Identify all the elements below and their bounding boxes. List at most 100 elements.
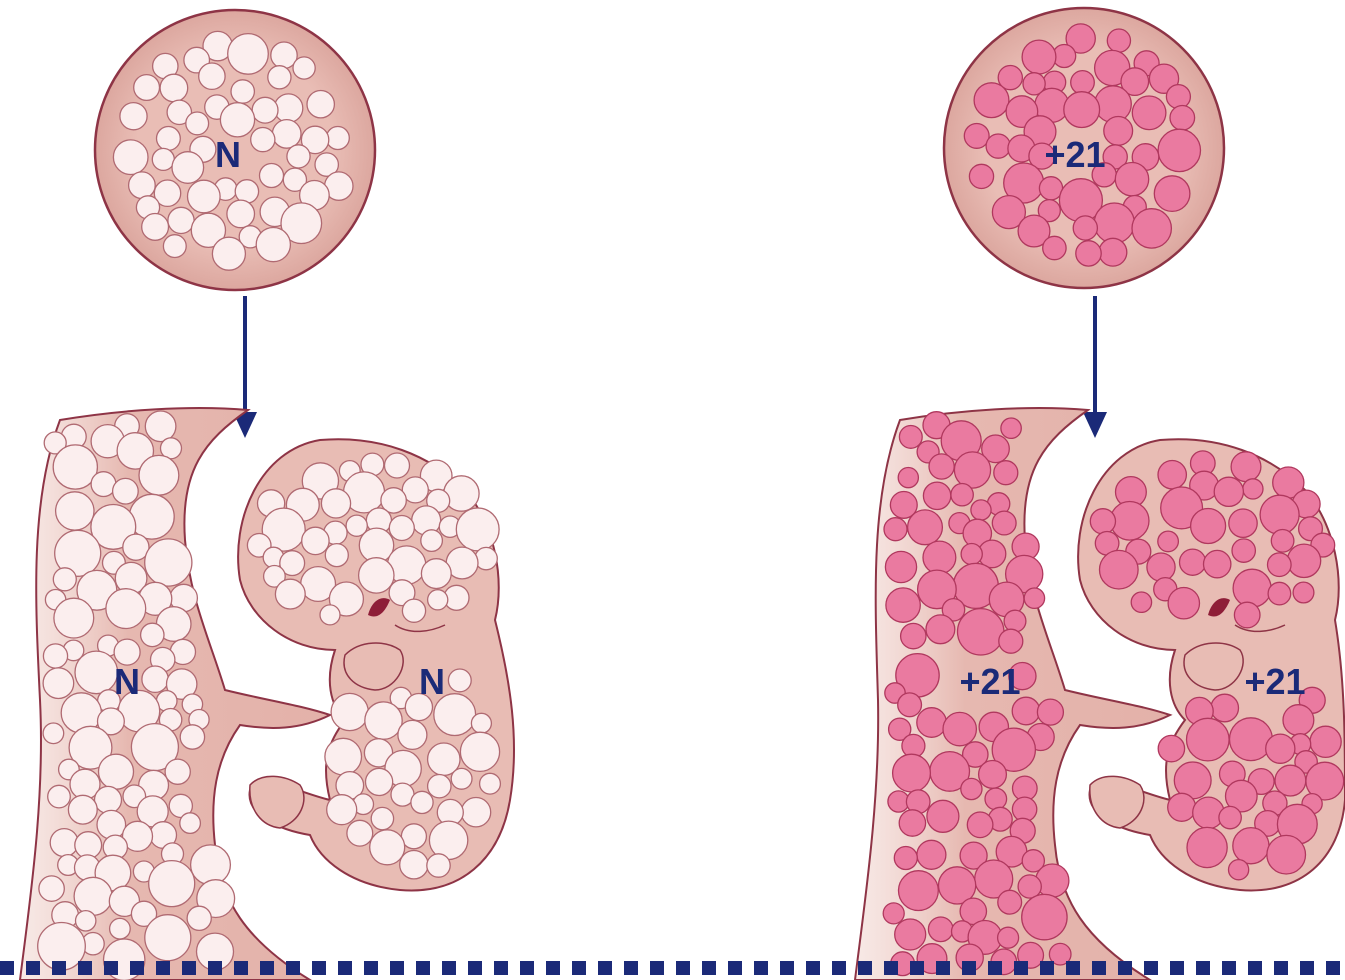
cell	[251, 128, 275, 152]
normal-placenta-and-embryo: N N	[20, 408, 514, 980]
cell	[1233, 828, 1269, 864]
cell	[994, 461, 1018, 485]
cell	[157, 126, 181, 150]
cell	[928, 917, 953, 942]
cell	[1191, 509, 1226, 544]
cell	[1243, 479, 1263, 499]
cell	[964, 123, 989, 148]
placenta-label: N	[114, 661, 140, 702]
cell	[967, 812, 993, 838]
cell	[68, 795, 97, 824]
cell	[139, 455, 179, 495]
cell	[1147, 553, 1175, 581]
cell	[1073, 216, 1097, 240]
cell	[256, 228, 290, 262]
cell	[110, 918, 131, 939]
cell	[460, 732, 499, 771]
zygote-label: +21	[1044, 134, 1105, 175]
cell	[48, 785, 71, 808]
cell	[971, 500, 991, 520]
cell	[1271, 530, 1294, 553]
cell	[145, 539, 192, 586]
cell	[231, 80, 254, 103]
cell	[958, 609, 1004, 655]
cell	[1132, 209, 1171, 248]
cell	[1187, 718, 1230, 761]
cell	[923, 541, 956, 574]
cell	[1036, 864, 1069, 897]
normal-panel: N N N	[20, 10, 514, 980]
cell	[1268, 553, 1292, 577]
cell	[1310, 726, 1341, 757]
cell	[898, 693, 922, 717]
cell	[986, 134, 1010, 158]
cell	[141, 623, 164, 646]
cell	[160, 74, 188, 102]
cell	[1104, 116, 1133, 145]
cell	[370, 830, 405, 865]
cell	[168, 207, 194, 233]
cell	[1022, 894, 1067, 939]
cell	[97, 810, 126, 839]
cell	[1154, 176, 1190, 212]
cell	[421, 530, 443, 552]
cell	[1231, 452, 1261, 482]
cell	[448, 669, 471, 692]
cell	[1158, 129, 1200, 171]
cell	[884, 518, 907, 541]
cell	[929, 454, 954, 479]
cell	[421, 559, 451, 589]
cell	[191, 845, 231, 885]
cell	[908, 510, 943, 545]
cell	[461, 798, 490, 827]
cell	[1204, 550, 1231, 577]
normal-zygote: N	[95, 10, 375, 290]
cell	[212, 237, 245, 270]
cell	[1037, 699, 1063, 725]
cell	[50, 829, 78, 857]
placenta-label: +21	[959, 661, 1020, 702]
down-arrow	[1083, 296, 1107, 438]
cell	[1219, 806, 1241, 828]
cell	[471, 713, 491, 733]
trisomy-placenta-and-embryo: +21 +21	[855, 408, 1345, 980]
embryo-label: +21	[1244, 661, 1305, 702]
cell	[56, 492, 94, 530]
cell	[145, 411, 176, 442]
cell	[129, 494, 174, 539]
cell	[400, 851, 428, 879]
cell	[307, 91, 334, 118]
cell	[385, 453, 410, 478]
cell	[113, 140, 148, 175]
cell	[998, 890, 1022, 914]
cell	[899, 871, 939, 911]
cell	[943, 712, 976, 745]
cell	[95, 786, 122, 813]
cell	[1260, 495, 1299, 534]
cell	[275, 579, 305, 609]
cell	[1168, 588, 1199, 619]
cell	[293, 57, 315, 79]
cell	[1187, 827, 1227, 867]
cell	[145, 915, 191, 961]
cell	[961, 544, 982, 565]
cell	[1268, 582, 1291, 605]
cell	[1064, 92, 1100, 128]
cell	[326, 127, 349, 150]
cell	[428, 590, 448, 610]
cell	[1107, 29, 1130, 52]
cell	[199, 63, 225, 89]
cell	[1004, 610, 1026, 632]
cell	[1001, 418, 1021, 438]
cell	[883, 903, 904, 924]
cell	[1043, 236, 1066, 259]
cell	[1076, 241, 1101, 266]
cell	[428, 775, 451, 798]
cell	[186, 112, 209, 135]
cell	[899, 810, 925, 836]
cell	[325, 544, 348, 567]
cell	[302, 527, 329, 554]
cell	[456, 508, 499, 551]
cell	[999, 629, 1023, 653]
cell	[1180, 549, 1206, 575]
